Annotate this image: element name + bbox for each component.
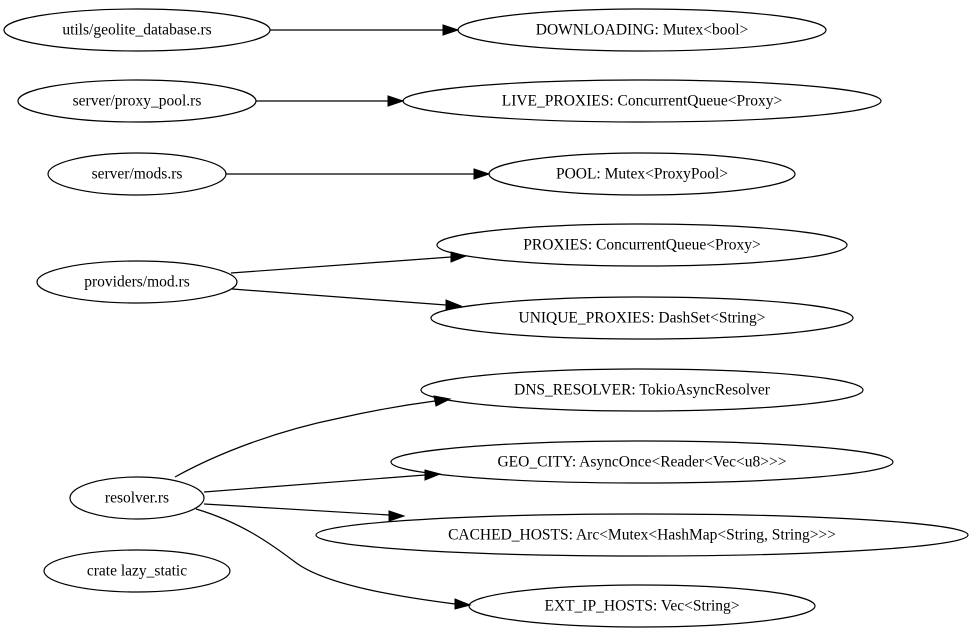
edge-providers-to-proxies	[230, 251, 468, 274]
edge-server-mods-to-pool	[226, 168, 491, 180]
node-resolver: resolver.rs	[69, 476, 205, 520]
svg-text:server/mods.rs: server/mods.rs	[92, 166, 183, 183]
edge-resolver-to-cached-hosts	[203, 503, 406, 522]
node-proxies: PROXIES: ConcurrentQueue<Proxy>	[436, 223, 848, 267]
svg-text:PROXIES: ConcurrentQueue<Proxy: PROXIES: ConcurrentQueue<Proxy>	[523, 237, 760, 254]
edge-geolite-to-downloading	[270, 24, 460, 36]
node-proxy-pool: server/proxy_pool.rs	[17, 79, 257, 123]
node-lazy-static: crate lazy_static	[43, 549, 231, 593]
node-geolite-database: utils/geolite_database.rs	[3, 8, 271, 52]
svg-text:server/proxy_pool.rs: server/proxy_pool.rs	[73, 93, 202, 110]
node-unique-proxies: UNIQUE_PROXIES: DashSet<String>	[430, 296, 854, 340]
edge-resolver-to-dns-resolver	[174, 395, 452, 478]
svg-text:GEO_CITY: AsyncOnce<Reader<Vec: GEO_CITY: AsyncOnce<Reader<Vec<u8>>>	[497, 454, 786, 471]
node-ext-ip-hosts: EXT_IP_HOSTS: Vec<String>	[468, 584, 816, 628]
svg-text:DOWNLOADING: Mutex<bool>: DOWNLOADING: Mutex<bool>	[536, 22, 749, 39]
node-live-proxies: LIVE_PROXIES: ConcurrentQueue<Proxy>	[402, 79, 882, 123]
svg-text:DNS_RESOLVER: TokioAsyncResolv: DNS_RESOLVER: TokioAsyncResolver	[514, 382, 771, 399]
edge-proxy-pool-to-live-proxies	[256, 95, 405, 107]
node-pool: POOL: Mutex<ProxyPool>	[488, 152, 796, 196]
svg-text:LIVE_PROXIES: ConcurrentQueue<: LIVE_PROXIES: ConcurrentQueue<Proxy>	[502, 93, 783, 110]
svg-text:utils/geolite_database.rs: utils/geolite_database.rs	[62, 22, 211, 39]
edge-resolver-to-ext-ip-hosts	[195, 508, 472, 610]
node-dns-resolver: DNS_RESOLVER: TokioAsyncResolver	[420, 368, 864, 412]
node-downloading: DOWNLOADING: Mutex<bool>	[457, 8, 827, 52]
svg-text:EXT_IP_HOSTS: Vec<String>: EXT_IP_HOSTS: Vec<String>	[544, 598, 739, 615]
svg-text:CACHED_HOSTS: Arc<Mutex<HashMa: CACHED_HOSTS: Arc<Mutex<HashMap<String, …	[448, 527, 836, 544]
svg-text:resolver.rs: resolver.rs	[105, 490, 169, 507]
svg-text:crate lazy_static: crate lazy_static	[87, 563, 187, 580]
node-providers-mod: providers/mod.rs	[36, 260, 238, 304]
node-server-mods: server/mods.rs	[47, 152, 227, 196]
node-geo-city: GEO_CITY: AsyncOnce<Reader<Vec<u8>>>	[390, 440, 894, 484]
svg-text:UNIQUE_PROXIES: DashSet<String: UNIQUE_PROXIES: DashSet<String>	[519, 310, 766, 327]
node-cached-hosts: CACHED_HOSTS: Arc<Mutex<HashMap<String, …	[315, 513, 969, 557]
edge-resolver-to-geo-city	[203, 469, 442, 493]
svg-text:providers/mod.rs: providers/mod.rs	[84, 274, 189, 291]
edge-providers-to-unique-proxies	[231, 288, 463, 311]
svg-text:POOL: Mutex<ProxyPool>: POOL: Mutex<ProxyPool>	[556, 166, 728, 183]
